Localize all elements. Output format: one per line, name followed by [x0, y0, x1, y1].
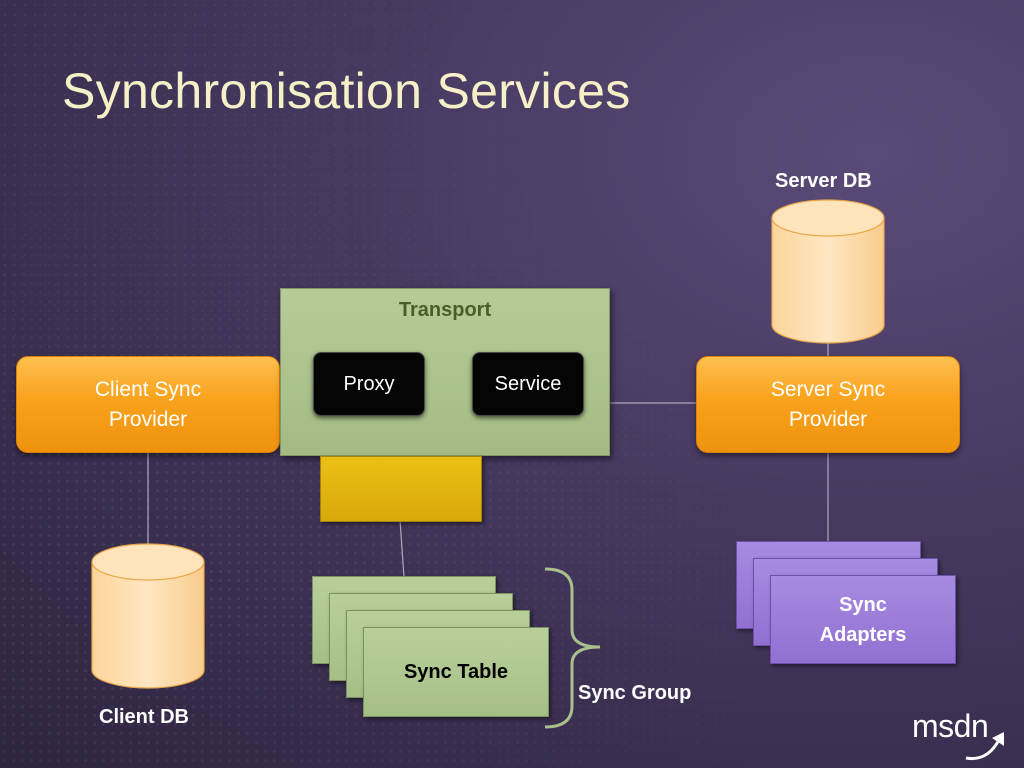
- slide-title: Synchronisation Services: [62, 63, 631, 119]
- proxy-label: Proxy: [343, 372, 395, 395]
- server-sync-provider: Server Sync Provider: [696, 356, 960, 453]
- msdn-logo-text: msdn: [912, 708, 989, 744]
- sync-adapters-text: Sync Adapters: [771, 576, 955, 663]
- proxy-box: Proxy: [313, 352, 425, 416]
- sync-adapters-line1: Sync: [839, 593, 887, 616]
- client-sync-provider-line1: Client Sync: [94, 377, 202, 401]
- connector-gold-to-sync-table: [399, 519, 405, 578]
- sync-adapters-line2: Adapters: [819, 623, 907, 646]
- sync-table-card: Sync Table: [363, 627, 549, 717]
- client-db-label: Client DB: [99, 706, 189, 728]
- client-db-cylinder: [91, 543, 205, 689]
- transport-label: Transport: [398, 299, 492, 321]
- sync-table-label: Sync Table: [403, 661, 509, 683]
- client-sync-provider: Client Sync Provider: [16, 356, 280, 453]
- msdn-logo: msdn: [912, 708, 989, 745]
- server-db-cylinder: [771, 199, 885, 344]
- transport-gold-block: [320, 456, 482, 522]
- server-db-label: Server DB: [775, 170, 872, 192]
- transport-box: Transport Proxy Service: [280, 288, 610, 456]
- sync-group-label: Sync Group: [578, 682, 692, 704]
- sync-group-bracket: [544, 567, 601, 729]
- sync-adapters-card: Sync Adapters: [770, 575, 956, 664]
- service-label: Service: [494, 372, 562, 395]
- service-box: Service: [472, 352, 584, 416]
- msdn-swoosh-icon: [965, 732, 1004, 761]
- client-sync-provider-line2: Provider: [108, 407, 188, 431]
- server-sync-provider-line1: Server Sync: [770, 377, 886, 401]
- server-sync-provider-line2: Provider: [788, 407, 868, 431]
